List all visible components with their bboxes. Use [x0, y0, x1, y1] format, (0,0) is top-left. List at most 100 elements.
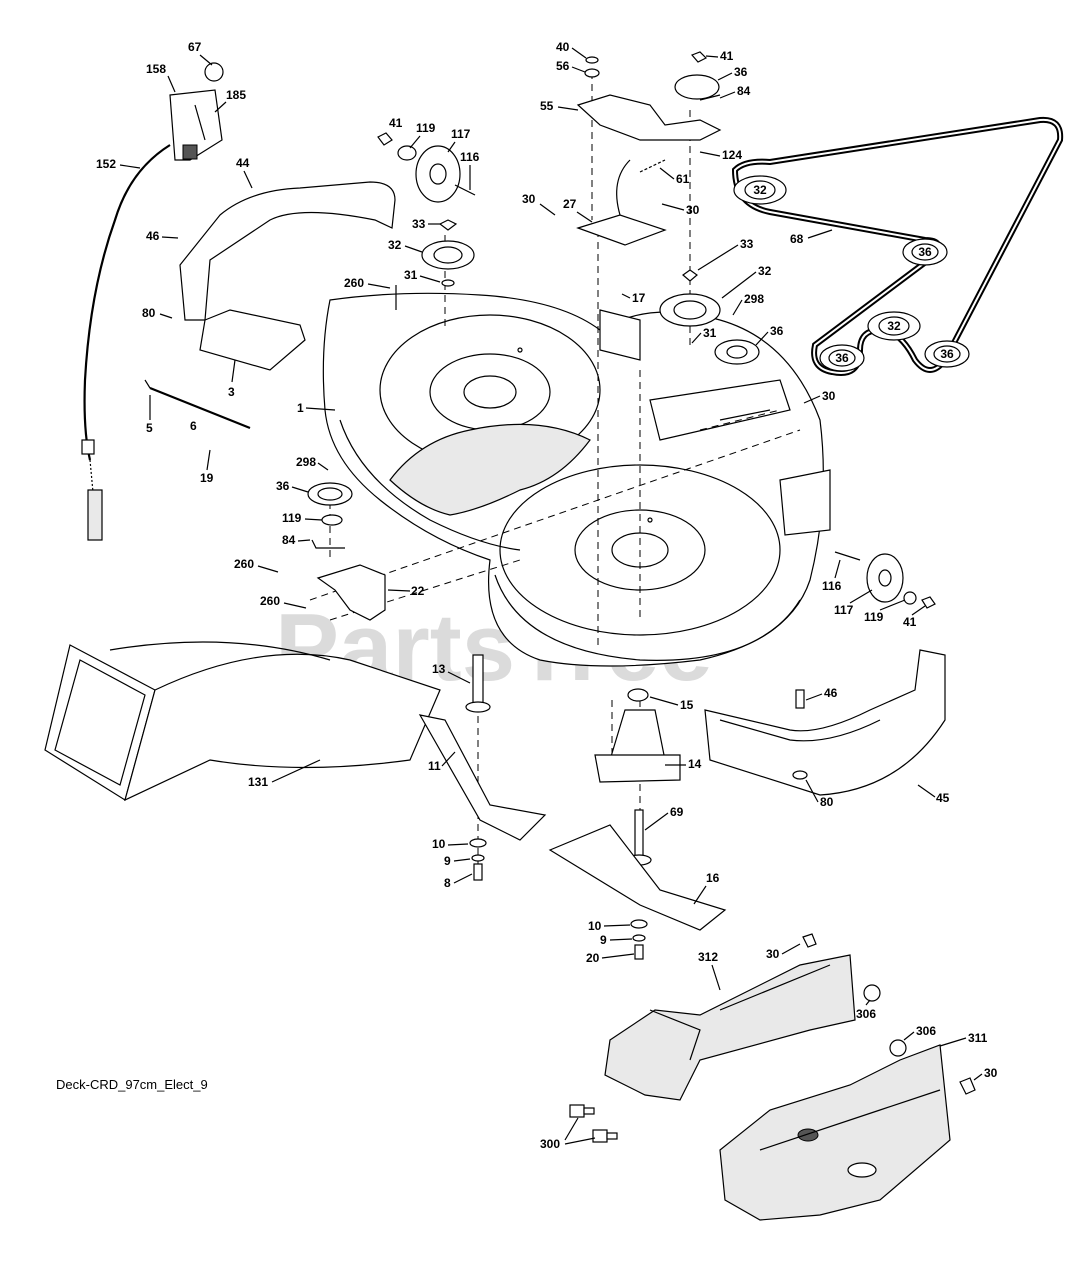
callout-label: 260 — [260, 594, 280, 608]
callout-labels: 67 158 185 152 44 46 80 3 5 6 19 41 119 … — [96, 40, 998, 1151]
callout-label: 41 — [389, 116, 403, 130]
callout-label: 117 — [451, 127, 471, 141]
callout-label: 1 — [297, 401, 304, 415]
belt-pulley: 36 — [819, 344, 865, 372]
idler-assembly-upper — [377, 132, 476, 310]
callout-label: 15 — [680, 698, 694, 712]
callout-label: 116 — [460, 150, 480, 164]
callout-label: 46 — [824, 686, 838, 700]
callout-label: 33 — [412, 217, 426, 231]
callout-label: 67 — [188, 40, 202, 54]
callout-label: 45 — [936, 791, 950, 805]
callout-label: 16 — [706, 871, 720, 885]
callout-label: 46 — [146, 229, 160, 243]
callout-label: 68 — [790, 232, 804, 246]
callout-label: 3 — [228, 385, 235, 399]
callout-label: 312 — [698, 950, 718, 964]
callout-label: 36 — [276, 479, 290, 493]
callout-label: 298 — [744, 292, 764, 306]
callout-label: 117 — [834, 603, 854, 617]
callout-label: 84 — [282, 533, 296, 547]
belt-pulley: 36 — [902, 238, 948, 266]
mulch-cover-lower — [719, 1039, 976, 1221]
cable-assembly — [81, 62, 224, 541]
callout-label: 31 — [404, 268, 418, 282]
callout-label: 306 — [916, 1024, 936, 1038]
callout-label: 13 — [432, 662, 446, 676]
callout-label: 10 — [432, 837, 446, 851]
callout-label: 306 — [856, 1007, 876, 1021]
discharge-chute — [44, 641, 441, 802]
callout-label: 124 — [722, 148, 742, 162]
pulley-label: 32 — [887, 319, 901, 333]
callout-label: 69 — [670, 805, 684, 819]
callout-label: 116 — [822, 579, 842, 593]
belt-assembly: 32 36 32 36 36 — [731, 116, 1064, 376]
mulch-cover-upper — [604, 933, 881, 1101]
callout-label: 119 — [864, 610, 884, 624]
callout-label: 36 — [734, 65, 748, 79]
callout-label: 33 — [740, 237, 754, 251]
callout-label: 31 — [703, 326, 717, 340]
callout-label: 20 — [586, 951, 600, 965]
callout-label: 17 — [632, 291, 646, 305]
callout-label: 40 — [556, 40, 570, 54]
diagram-caption: Deck-CRD_97cm_Elect_9 — [56, 1077, 208, 1092]
callout-label: 158 — [146, 62, 166, 76]
callout-label: 22 — [411, 584, 425, 598]
callout-label: 311 — [968, 1031, 988, 1045]
callout-label: 5 — [146, 421, 153, 435]
pulley-label: 36 — [835, 351, 849, 365]
callout-label: 30 — [822, 389, 836, 403]
callout-label: 9 — [444, 854, 451, 868]
callout-label: 30 — [984, 1066, 998, 1080]
callout-label: 61 — [676, 172, 690, 186]
knob — [204, 62, 224, 82]
belt-pulley: 36 — [924, 340, 970, 368]
callout-label: 298 — [296, 455, 316, 469]
bolts-300 — [569, 1104, 618, 1143]
callout-label: 32 — [388, 238, 402, 252]
callout-label: 84 — [737, 84, 751, 98]
callout-label: 8 — [444, 876, 451, 890]
callout-label: 6 — [190, 419, 197, 433]
lift-arm — [144, 181, 396, 430]
idler-assembly-right — [834, 551, 936, 609]
callout-label: 30 — [686, 203, 700, 217]
callout-label: 300 — [540, 1137, 560, 1151]
callout-label: 44 — [236, 156, 250, 170]
right-shroud — [704, 649, 946, 796]
callout-label: 19 — [200, 471, 214, 485]
callout-label: 14 — [688, 757, 702, 771]
callout-label: 27 — [563, 197, 577, 211]
callout-label: 11 — [428, 759, 441, 773]
callout-label: 152 — [96, 157, 116, 171]
callout-label: 55 — [540, 99, 554, 113]
callout-label: 9 — [600, 933, 607, 947]
callout-label: 260 — [344, 276, 364, 290]
callout-label: 185 — [226, 88, 246, 102]
left-idler-assembly — [307, 482, 386, 621]
callout-label: 30 — [522, 192, 536, 206]
belt-pulley: 32 — [733, 175, 787, 205]
pulley-label: 32 — [753, 183, 767, 197]
callout-label: 36 — [770, 324, 784, 338]
callout-label: 30 — [766, 947, 780, 961]
pulley-label: 36 — [918, 245, 932, 259]
center-spindle-blade — [548, 688, 727, 960]
callout-label: 41 — [903, 615, 917, 629]
mower-deck — [322, 292, 831, 667]
callout-label: 119 — [416, 121, 436, 135]
pulley-label: 36 — [940, 347, 954, 361]
idler-arm-bracket — [576, 51, 760, 365]
callout-label: 119 — [282, 511, 302, 525]
callout-label: 10 — [588, 919, 602, 933]
callout-label: 260 — [234, 557, 254, 571]
callout-label: 32 — [758, 264, 772, 278]
callout-label: 56 — [556, 59, 570, 73]
callout-label: 131 — [248, 775, 268, 789]
belt-pulley: 32 — [867, 311, 921, 341]
left-spindle-blade — [418, 654, 547, 881]
callout-label: 80 — [820, 795, 834, 809]
